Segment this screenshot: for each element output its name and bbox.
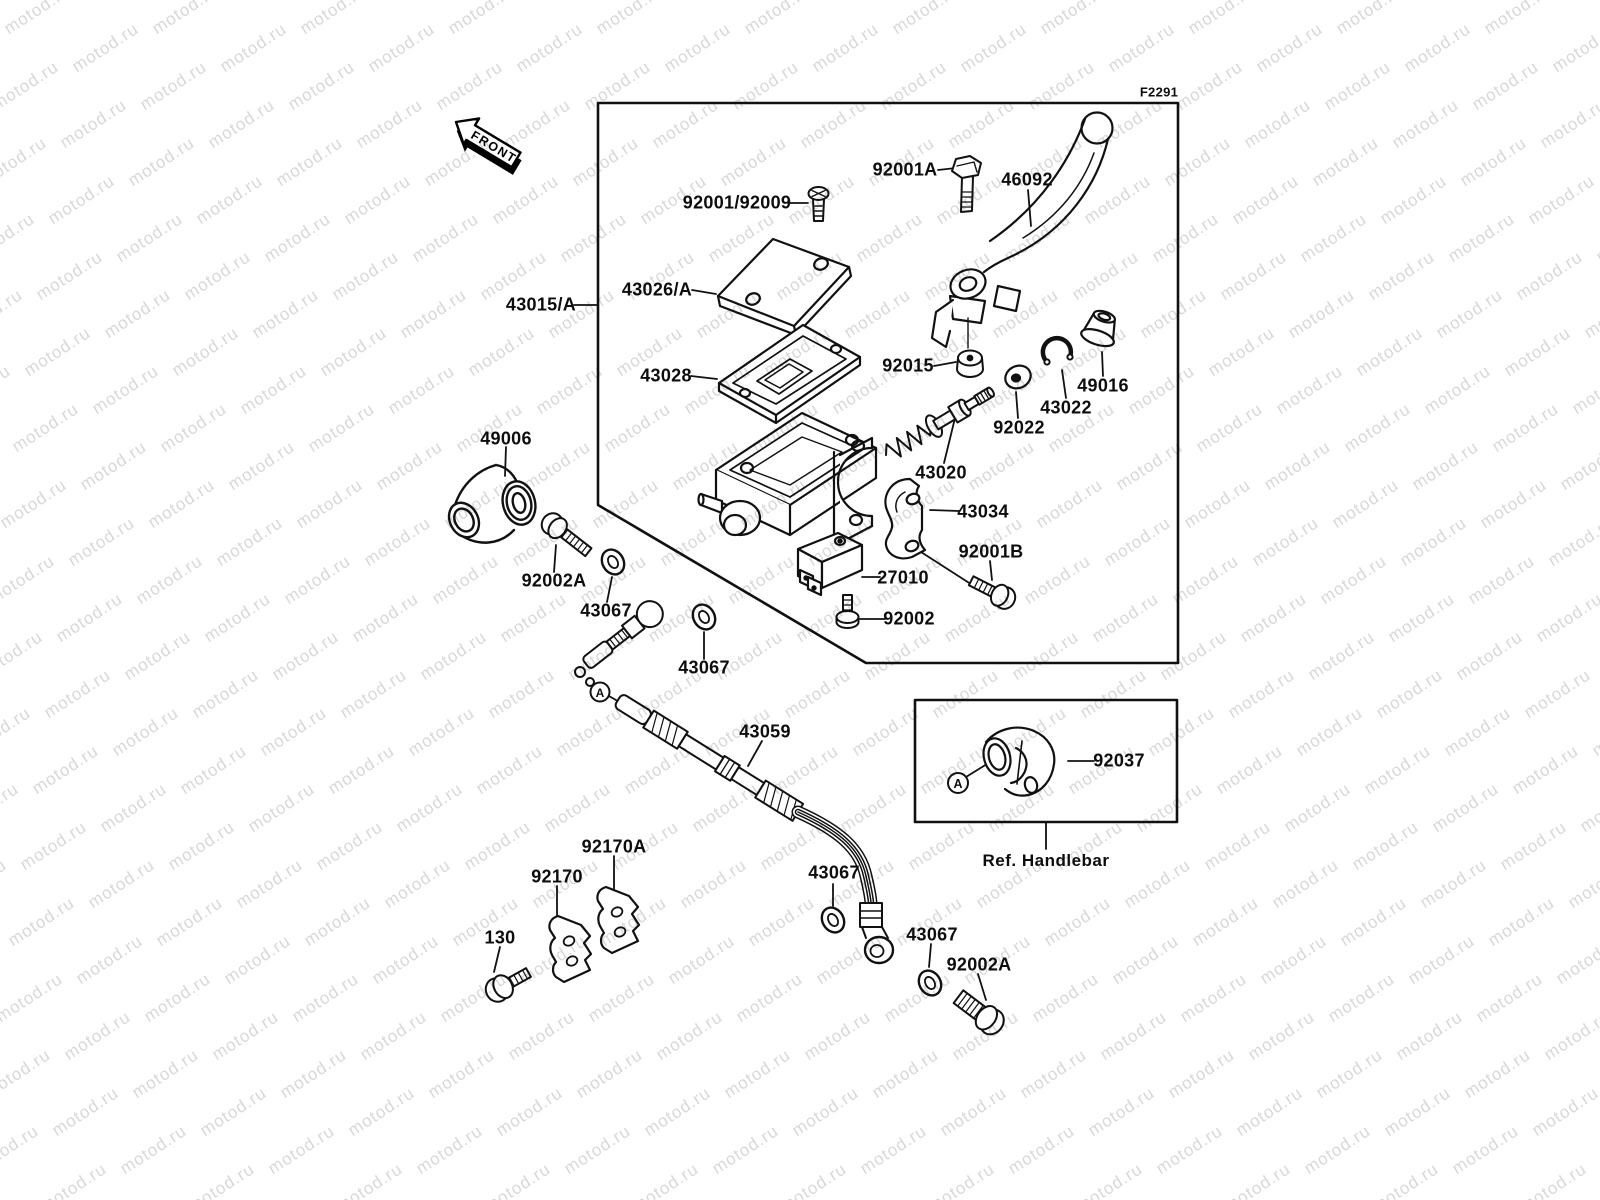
brake-cable-43059 [614, 694, 805, 822]
washer-43067-2 [687, 599, 721, 635]
washer-43067-3 [816, 902, 850, 938]
label-49016: 49016 [1077, 375, 1129, 396]
label-92015: 92015 [882, 355, 934, 376]
screw-92001-92009 [807, 186, 830, 222]
label-49006: 49006 [480, 428, 532, 449]
piston-assembly-43020 [885, 386, 995, 458]
label-27010: 27010 [877, 567, 929, 588]
diaphragm-plate-43028 [717, 323, 862, 425]
washer-43067-4 [913, 965, 947, 1001]
label-92170A: 92170A [581, 836, 647, 857]
banjo-bolt-92002A-lower [952, 989, 1005, 1036]
figure-code: F2291 [1139, 84, 1179, 100]
svg-text:A: A [596, 686, 605, 700]
svg-text:A: A [953, 777, 962, 791]
cable-link-ball-2 [585, 677, 595, 687]
handlebar-clamp-92037 [982, 726, 1056, 797]
cable-clevis-joint [582, 600, 664, 669]
label-43067-1: 43067 [580, 600, 632, 621]
washer-43067-1 [596, 544, 630, 580]
banjo-bolt-92002A-upper [540, 512, 593, 558]
label-92002A-1: 92002A [521, 570, 587, 591]
label-92022: 92022 [993, 417, 1045, 438]
label-43020: 43020 [915, 462, 967, 483]
reservoir-cap-43026A [716, 237, 853, 337]
label-43059: 43059 [739, 721, 791, 742]
brake-lever-46092 [930, 111, 1114, 349]
label-92001B: 92001B [958, 541, 1024, 562]
screw-92002 [835, 594, 860, 629]
label-92037: 92037 [1093, 750, 1145, 771]
label-43067-2: 43067 [678, 657, 730, 678]
ref-handlebar-box [913, 698, 1179, 824]
bolt-92001B [967, 575, 1017, 610]
label-92001A: 92001A [872, 159, 938, 180]
elbow-joint-49006 [447, 463, 537, 544]
bracket-92170 [548, 914, 593, 984]
front-arrow: FRONT [454, 117, 522, 175]
circlip-43022 [1040, 335, 1074, 366]
label-92170: 92170 [531, 866, 583, 887]
bracket-92170A [596, 885, 641, 955]
label-46092: 46092 [1001, 169, 1053, 190]
ref-handlebar-caption: Ref. Handlebar [982, 851, 1110, 870]
detail-marker-a-cable: A [589, 681, 611, 703]
master-cylinder-body-43015A [697, 411, 878, 545]
label-43067-3: 43067 [808, 862, 860, 883]
cable-link-ball-1 [574, 666, 586, 678]
label-43028: 43028 [640, 365, 692, 386]
detail-marker-a-handlebar: A [947, 772, 969, 794]
boot-49016 [1080, 309, 1117, 348]
main-box-outline [596, 101, 1180, 665]
label-43015A: 43015/A [505, 294, 577, 315]
label-43026A: 43026/A [621, 279, 693, 300]
label-43034: 43034 [957, 501, 1009, 522]
label-92002A-2: 92002A [946, 954, 1012, 975]
brake-hose [791, 805, 895, 965]
pivot-nut-92015 [956, 349, 984, 378]
washer-92022 [1004, 364, 1032, 390]
bolt-130 [484, 967, 532, 1003]
label-130: 130 [484, 927, 516, 948]
label-92001-92009: 92001/92009 [682, 192, 792, 213]
clamp-holder-43034 [884, 477, 927, 560]
label-92002: 92002 [883, 608, 935, 629]
label-43067-4: 43067 [906, 924, 958, 945]
brake-switch-27010 [796, 531, 864, 597]
bolt-92001A [951, 155, 982, 213]
label-43022: 43022 [1040, 397, 1092, 418]
